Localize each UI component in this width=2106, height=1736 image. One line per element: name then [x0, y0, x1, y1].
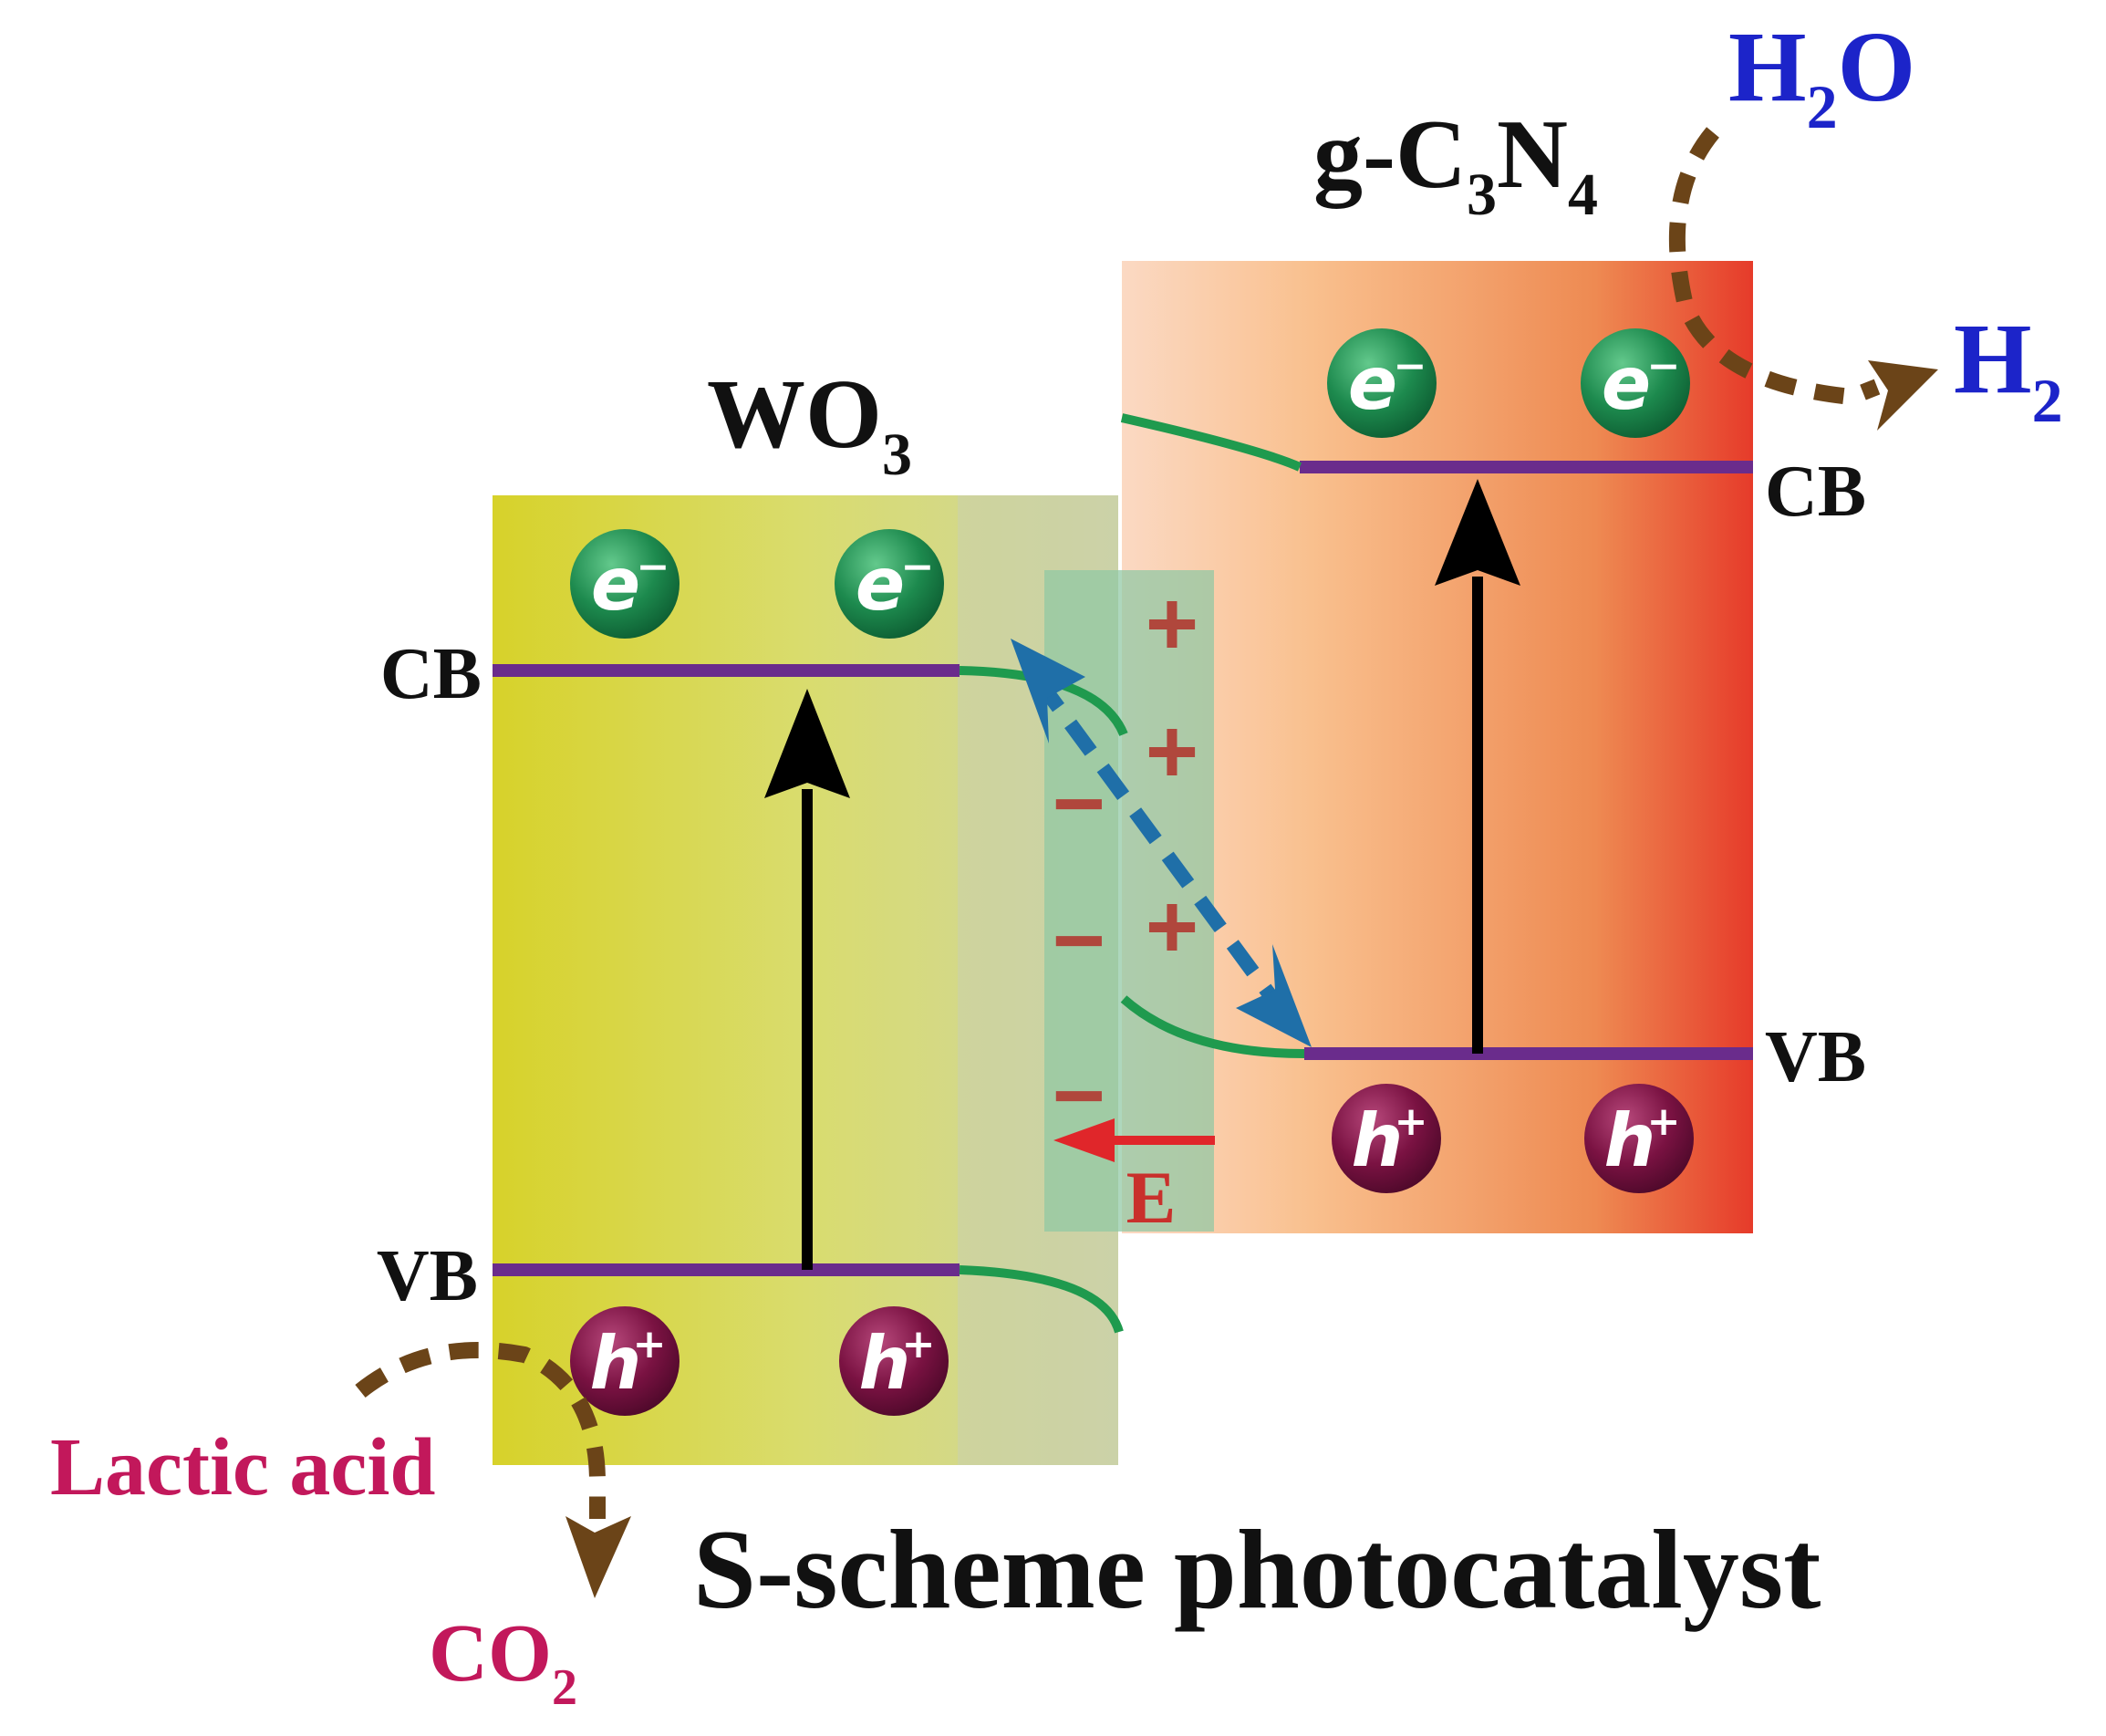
lactic-oxidation-arrowhead	[565, 1516, 631, 1598]
water-label: H2O	[1728, 11, 1915, 141]
wo3-electron-2: e −	[835, 529, 944, 639]
hydrogen-label: H2	[1954, 303, 2063, 435]
water-reduction-arrowhead	[1868, 360, 1938, 431]
svg-text:−: −	[1647, 343, 1681, 390]
wo3-hole-2: h +	[839, 1306, 949, 1416]
gcn-excitation-arrowhead	[1435, 479, 1520, 586]
svg-text:+: +	[902, 1321, 936, 1367]
svg-text:h: h	[1352, 1098, 1404, 1183]
interface-minus-1: −	[1053, 753, 1105, 855]
svg-text:+: +	[633, 1321, 667, 1367]
interface-plus-1: +	[1146, 573, 1198, 675]
svg-text:−: −	[1394, 343, 1427, 390]
gcn-electron-1: e −	[1327, 328, 1437, 438]
svg-text:h: h	[590, 1321, 642, 1406]
svg-text:h: h	[1604, 1098, 1656, 1183]
recombination-arrowhead-top	[1011, 639, 1085, 743]
gcn-cb-bending	[1120, 413, 1302, 472]
recombination-dashed-arrow	[1032, 675, 1291, 1019]
gcn-vb-bending	[1120, 995, 1305, 1058]
wo3-cb-label: CB	[380, 634, 482, 714]
wo3-hole-1: h +	[570, 1306, 680, 1416]
svg-text:−: −	[901, 544, 935, 590]
interface-minus-2: −	[1053, 889, 1105, 992]
wo3-material-label: WO3	[707, 360, 912, 488]
gcn-hole-2: h +	[1584, 1084, 1694, 1193]
svg-text:+: +	[1647, 1098, 1681, 1145]
gcn-hole-1: h +	[1332, 1084, 1441, 1193]
svg-text:e: e	[591, 542, 640, 627]
wo3-electron-1: e −	[570, 529, 680, 639]
svg-text:e: e	[856, 542, 905, 627]
svg-text:e: e	[1348, 341, 1397, 426]
wo3-cb-bending	[959, 666, 1128, 737]
wo3-vb-bending	[959, 1265, 1124, 1334]
electric-field-arrowhead	[1053, 1118, 1115, 1162]
water-reduction-arrow	[1668, 127, 1881, 406]
gcn-electron-2: e −	[1581, 328, 1690, 438]
electric-field-label: E	[1126, 1156, 1177, 1239]
svg-text:−: −	[637, 544, 670, 590]
svg-text:+: +	[1395, 1098, 1428, 1145]
recombination-arrowhead-bottom	[1236, 944, 1312, 1047]
wo3-vb-label: VB	[377, 1236, 478, 1316]
interface-plus-2: +	[1146, 701, 1198, 803]
wo3-excitation-arrowhead	[764, 689, 850, 798]
co2-label: CO2	[429, 1608, 577, 1716]
lactic-oxidation-arrow	[355, 1342, 606, 1519]
svg-text:h: h	[859, 1321, 911, 1406]
svg-text:e: e	[1602, 341, 1651, 426]
gcn-cb-label: CB	[1765, 452, 1866, 532]
interface-plus-3: +	[1146, 876, 1198, 978]
gcn-vb-label: VB	[1765, 1017, 1866, 1097]
diagram-title: S-scheme photocatalyst	[693, 1507, 1821, 1632]
lactic-acid-label: Lactic acid	[50, 1422, 435, 1513]
gcn-material-label: g-C3N4	[1313, 100, 1598, 228]
